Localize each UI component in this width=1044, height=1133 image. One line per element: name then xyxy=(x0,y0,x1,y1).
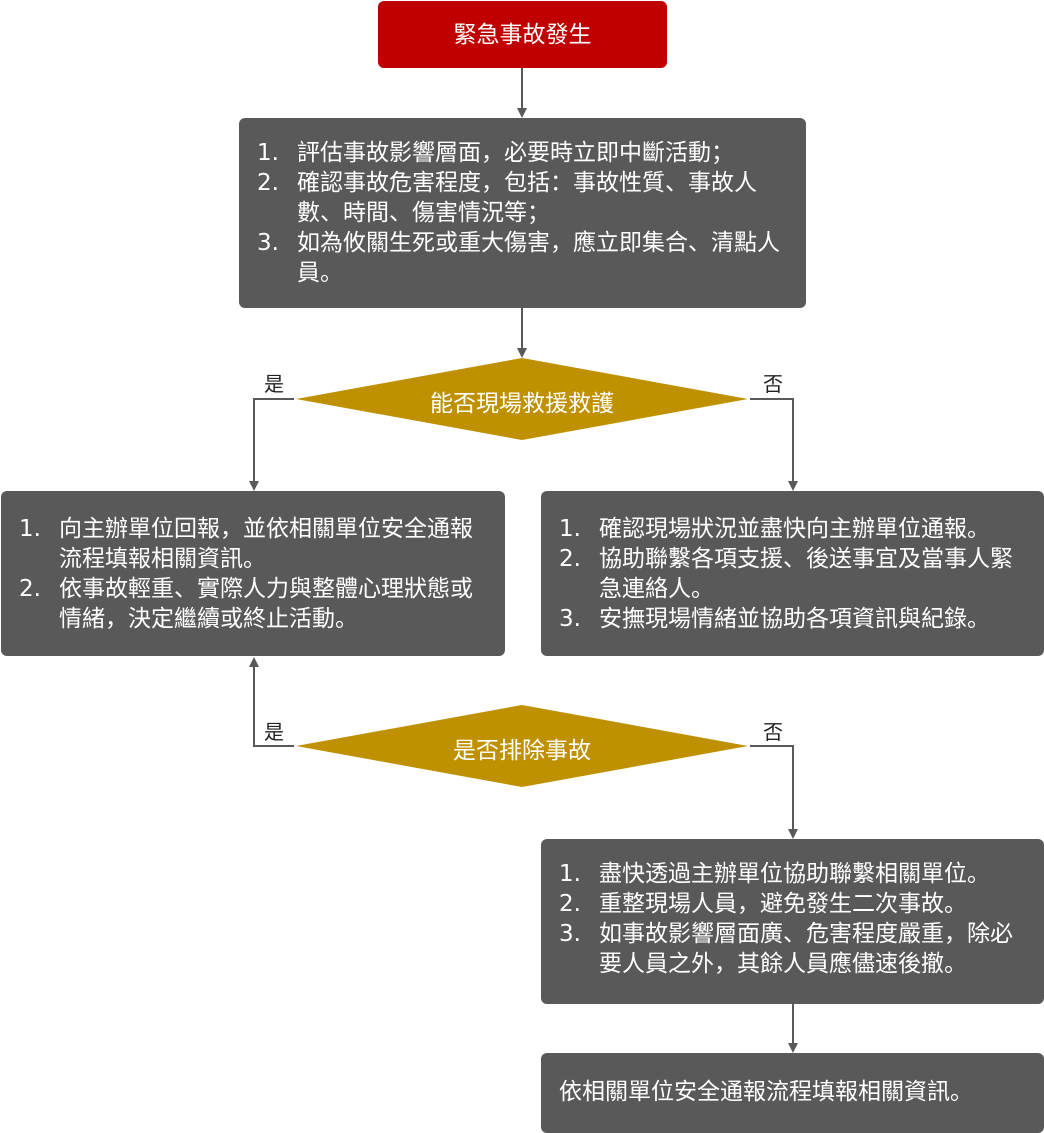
item-number: 1. xyxy=(257,140,279,166)
item-number: 1. xyxy=(559,516,581,542)
arrow-decision1-no xyxy=(750,398,798,491)
list-item: 1. 確認現場狀況並盡快向主辦單位通報。 xyxy=(559,514,1034,544)
item-text: 如事故影響層面廣、危害程度嚴重，除必要人員之外，其餘人員應儘速後撤。 xyxy=(599,921,1013,977)
start-box: 緊急事故發生 xyxy=(378,1,667,68)
decision2-label: 是否排除事故 xyxy=(453,738,591,764)
item-text: 依事故輕重、實際人力與整體心理狀態或情緒，決定繼續或終止活動。 xyxy=(59,576,473,632)
notify-box: 1. 確認現場狀況並盡快向主辦單位通報。 2. 協助聯繫各項支援、後送事宜及當事人緊… xyxy=(541,491,1044,656)
item-text: 如為攸關生死或重大傷害，應立即集合、清點人員。 xyxy=(297,230,780,286)
list-item: 3. 安撫現場情緒並協助各項資訊與紀錄。 xyxy=(559,604,1034,634)
item-text: 安撫現場情緒並協助各項資訊與紀錄。 xyxy=(599,606,990,632)
escalation-box: 1. 盡快透過主辦單位協助聯繫相關單位。 2. 重整現場人員，避免發生二次事故。 3… xyxy=(541,839,1044,1004)
decision1-yes-label: 是 xyxy=(264,372,284,396)
list-item: 1. 評估事故影響層面，必要時立即中斷活動； xyxy=(257,138,786,168)
item-number: 3. xyxy=(559,606,581,632)
item-text: 確認現場狀況並盡快向主辦單位通報。 xyxy=(599,516,990,542)
start-label: 緊急事故發生 xyxy=(453,21,592,48)
decision2-yes-label: 是 xyxy=(264,720,284,744)
final-report-label: 依相關單位安全通報流程填報相關資訊。 xyxy=(559,1079,973,1105)
list-item: 3. 如為攸關生死或重大傷害，應立即集合、清點人員。 xyxy=(257,228,786,288)
item-number: 3. xyxy=(257,230,279,256)
arrow-decision2-yes xyxy=(249,657,294,747)
item-number: 1. xyxy=(559,861,581,887)
notify-list: 1. 確認現場狀況並盡快向主辦單位通報。 2. 協助聯繫各項支援、後送事宜及當事人緊… xyxy=(559,514,1034,634)
decision1-diamond xyxy=(296,358,748,440)
list-item: 1. 盡快透過主辦單位協助聯繫相關單位。 xyxy=(559,859,1034,889)
decision1-no-label: 否 xyxy=(763,372,783,396)
list-item: 2. 確認事故危害程度，包括：事故性質、事故人數、時間、傷害情況等； xyxy=(257,168,786,228)
assessment-list: 1. 評估事故影響層面，必要時立即中斷活動； 2. 確認事故危害程度，包括：事故性質… xyxy=(257,138,786,288)
escalation-list: 1. 盡快透過主辦單位協助聯繫相關單位。 2. 重整現場人員，避免發生二次事故。 3… xyxy=(559,859,1034,979)
decision2-diamond xyxy=(296,705,748,787)
arrow-decision1-yes xyxy=(249,398,294,491)
assessment-box: 1. 評估事故影響層面，必要時立即中斷活動； 2. 確認事故危害程度，包括：事故性質… xyxy=(239,118,806,308)
item-number: 1. xyxy=(19,516,41,542)
item-number: 2. xyxy=(257,170,279,196)
item-text: 盡快透過主辦單位協助聯繫相關單位。 xyxy=(599,861,990,887)
list-item: 2. 協助聯繫各項支援、後送事宜及當事人緊急連絡人。 xyxy=(559,544,1034,604)
item-text: 確認事故危害程度，包括：事故性質、事故人數、時間、傷害情況等； xyxy=(297,170,757,226)
item-text: 評估事故影響層面，必要時立即中斷活動； xyxy=(297,140,734,166)
item-number: 2. xyxy=(559,891,581,917)
list-item: 2. 重整現場人員，避免發生二次事故。 xyxy=(559,889,1034,919)
item-text: 協助聯繫各項支援、後送事宜及當事人緊急連絡人。 xyxy=(599,546,1013,602)
item-number: 2. xyxy=(19,576,41,602)
arrow-decision2-no xyxy=(750,745,798,839)
item-number: 2. xyxy=(559,546,581,572)
onsite-rescue-list: 1. 向主辦單位回報，並依相關單位安全通報流程填報相關資訊。 2. 依事故輕重、實際… xyxy=(19,514,487,634)
list-item: 3. 如事故影響層面廣、危害程度嚴重，除必要人員之外，其餘人員應儘速後撤。 xyxy=(559,919,1034,979)
item-number: 3. xyxy=(559,921,581,947)
final-report-box: 依相關單位安全通報流程填報相關資訊。 xyxy=(541,1053,1044,1133)
decision2-no-label: 否 xyxy=(763,720,783,744)
item-text: 向主辦單位回報，並依相關單位安全通報流程填報相關資訊。 xyxy=(59,516,473,572)
item-text: 重整現場人員，避免發生二次事故。 xyxy=(599,891,967,917)
list-item: 1. 向主辦單位回報，並依相關單位安全通報流程填報相關資訊。 xyxy=(19,514,487,574)
decision1-label: 能否現場救援救護 xyxy=(430,391,614,417)
onsite-rescue-box: 1. 向主辦單位回報，並依相關單位安全通報流程填報相關資訊。 2. 依事故輕重、實際… xyxy=(1,491,505,656)
list-item: 2. 依事故輕重、實際人力與整體心理狀態或情緒，決定繼續或終止活動。 xyxy=(19,574,487,634)
